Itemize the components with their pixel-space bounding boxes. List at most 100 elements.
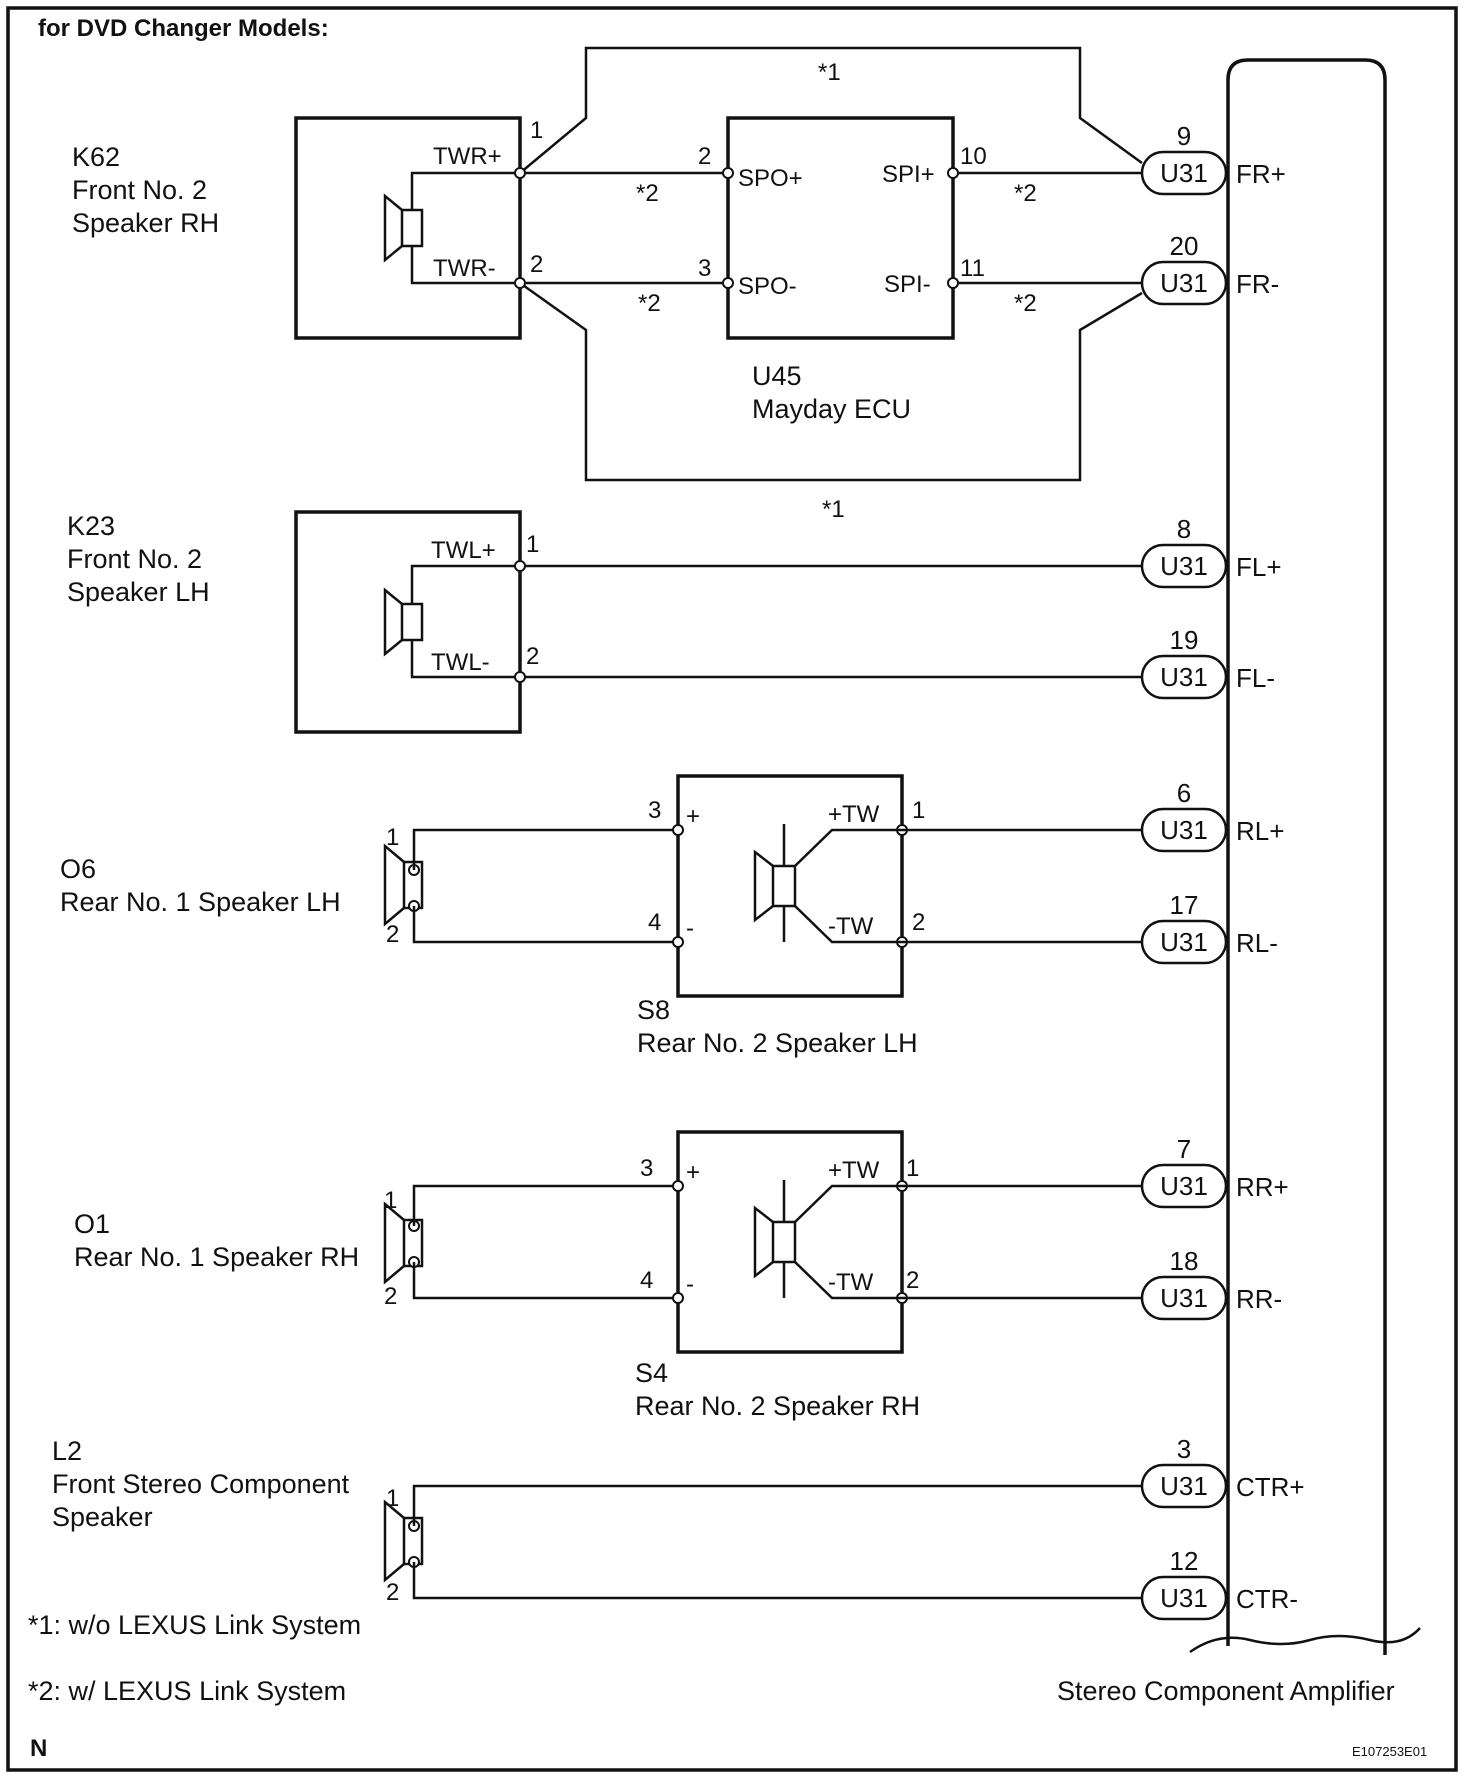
amplifier-terminal-label: FL- [1236, 663, 1275, 693]
k23-box [294, 510, 522, 734]
u31-pin-number: 12 [1170, 1546, 1199, 1576]
o6-pin-1: 1 [386, 824, 399, 851]
k62-name1: Front No. 2 [72, 175, 207, 205]
ecu-spi-pos: SPI+ [882, 161, 935, 188]
s4-speaker-icon [753, 1205, 797, 1279]
s8-speaker-icon [753, 849, 797, 923]
k23-name1: Front No. 2 [67, 544, 202, 574]
k62-speaker-icon [383, 193, 424, 263]
l2-code: L2 [52, 1436, 82, 1466]
l2-name1: Front Stereo Component [52, 1469, 350, 1499]
k62-twr-neg: TWR- [433, 255, 496, 282]
u31-connector-shape [1140, 1575, 1228, 1621]
ecu-code: U45 [752, 361, 802, 391]
k62-box [294, 116, 522, 340]
o6-s8-rear-lh: O6 Rear No. 1 Speaker LH 1 2 3 4 + - +TW… [60, 774, 1142, 1058]
u31-connector-shape [1140, 1463, 1228, 1509]
ecu-spi-neg: SPI- [884, 271, 931, 298]
header-title: for DVD Changer Models: [38, 15, 329, 42]
u31-pin-number: 9 [1177, 121, 1191, 151]
s4-pin-4: 4 [640, 1267, 653, 1294]
u31-pin-number: 18 [1170, 1246, 1199, 1276]
amplifier-terminal-label: RR+ [1236, 1172, 1289, 1202]
k62-name2: Speaker RH [72, 208, 219, 238]
ecu-name: Mayday ECU [752, 394, 911, 424]
s8-box [676, 774, 904, 998]
s4-pin-2: 2 [906, 1267, 919, 1294]
u31-connector-shape [1140, 919, 1228, 965]
s8-pin-1: 1 [912, 797, 925, 824]
k62-pin-1: 1 [530, 117, 543, 144]
u31-connector-group: U319FR+U3120FR-U318FL+U3119FL-U316RL+U31… [1140, 121, 1305, 1621]
u31-connector-id: U31 [1160, 158, 1208, 188]
s4-code: S4 [635, 1358, 668, 1388]
figure-code: E107253E01 [1352, 1744, 1427, 1759]
l2-pin-2: 2 [386, 1579, 399, 1606]
u31-connector-shape [1140, 1275, 1228, 1321]
ecu-box [726, 116, 955, 340]
note-w-lexus-link: *2: w/ LEXUS Link System [28, 1676, 346, 1706]
amplifier-terminal-label: RR- [1236, 1284, 1282, 1314]
k23-front-no2-speaker-lh: K23 Front No. 2 Speaker LH TWL+ TWL- 1 2 [67, 510, 1142, 734]
k23-name2: Speaker LH [67, 577, 210, 607]
s4-box [676, 1130, 904, 1354]
s4-pin-3: 3 [640, 1155, 653, 1182]
o6-speaker-icon [383, 843, 424, 927]
s8-name: Rear No. 2 Speaker LH [637, 1028, 918, 1058]
u31-pin-number: 8 [1177, 514, 1191, 544]
ecu-pin-3: 3 [698, 255, 711, 282]
s8-code: S8 [637, 995, 670, 1025]
s4-in-neg: - [686, 1271, 694, 1298]
outer-frame [6, 6, 1458, 1772]
ecu-pin-10: 10 [960, 143, 987, 170]
k23-speaker-icon [383, 587, 424, 657]
ecu-pin-2: 2 [698, 143, 711, 170]
u31-pin-number: 20 [1170, 231, 1199, 261]
o1-name: Rear No. 1 Speaker RH [74, 1242, 359, 1272]
s4-in-pos: + [686, 1159, 700, 1186]
u45-mayday-ecu: SPO+ SPO- SPI+ SPI- 2 3 10 11 U45 Mayday… [698, 116, 987, 424]
mark-w-k62-ecu-neg: *2 [638, 290, 661, 317]
u31-connector-id: U31 [1160, 662, 1208, 692]
amplifier-terminal-label: RL- [1236, 928, 1278, 958]
mark-w-o-bottom: *1 [822, 496, 845, 523]
l2-name2: Speaker [52, 1502, 153, 1532]
s8-in-neg: - [686, 915, 694, 942]
u31-connector-shape [1140, 807, 1228, 853]
u31-connector-id: U31 [1160, 268, 1208, 298]
s8-out-neg: -TW [828, 913, 874, 940]
u31-connector-shape [1140, 654, 1228, 700]
o1-code: O1 [74, 1209, 110, 1239]
u31-connector-id: U31 [1160, 1583, 1208, 1613]
s8-pin-4: 4 [648, 909, 661, 936]
s8-in-pos: + [686, 803, 700, 830]
o1-pin-2: 2 [384, 1283, 397, 1310]
k62-pin-2: 2 [530, 251, 543, 278]
footer-mark: N [30, 1735, 47, 1762]
u31-connector-id: U31 [1160, 1283, 1208, 1313]
k62-twr-pos: TWR+ [433, 143, 502, 170]
k62-code: K62 [72, 142, 120, 172]
s8-out-pos: +TW [828, 801, 880, 828]
s8-pin-3: 3 [648, 797, 661, 824]
mark-w-ecu-amp-neg: *2 [1014, 290, 1037, 317]
u31-connector: U31 8FL+ [1140, 514, 1282, 589]
l2-front-stereo-component-speaker: L2 Front Stereo Component Speaker 1 2 [52, 1436, 1142, 1606]
amplifier-terminal-label: FL+ [1236, 552, 1282, 582]
u31-connector-id: U31 [1160, 1171, 1208, 1201]
l2-pin-1: 1 [386, 1485, 399, 1512]
u31-connector-id: U31 [1160, 1471, 1208, 1501]
u31-connector-id: U31 [1160, 927, 1208, 957]
u31-connector-id: U31 [1160, 551, 1208, 581]
ecu-spo-pos: SPO+ [738, 165, 803, 192]
ecu-spo-neg: SPO- [738, 273, 797, 300]
amplifier-terminal-label: CTR- [1236, 1584, 1298, 1614]
s4-out-pos: +TW [828, 1157, 880, 1184]
o1-speaker-icon [383, 1201, 424, 1285]
u31-connector-shape [1140, 150, 1228, 196]
note-w-o-lexus-link: *1: w/o LEXUS Link System [28, 1610, 361, 1640]
